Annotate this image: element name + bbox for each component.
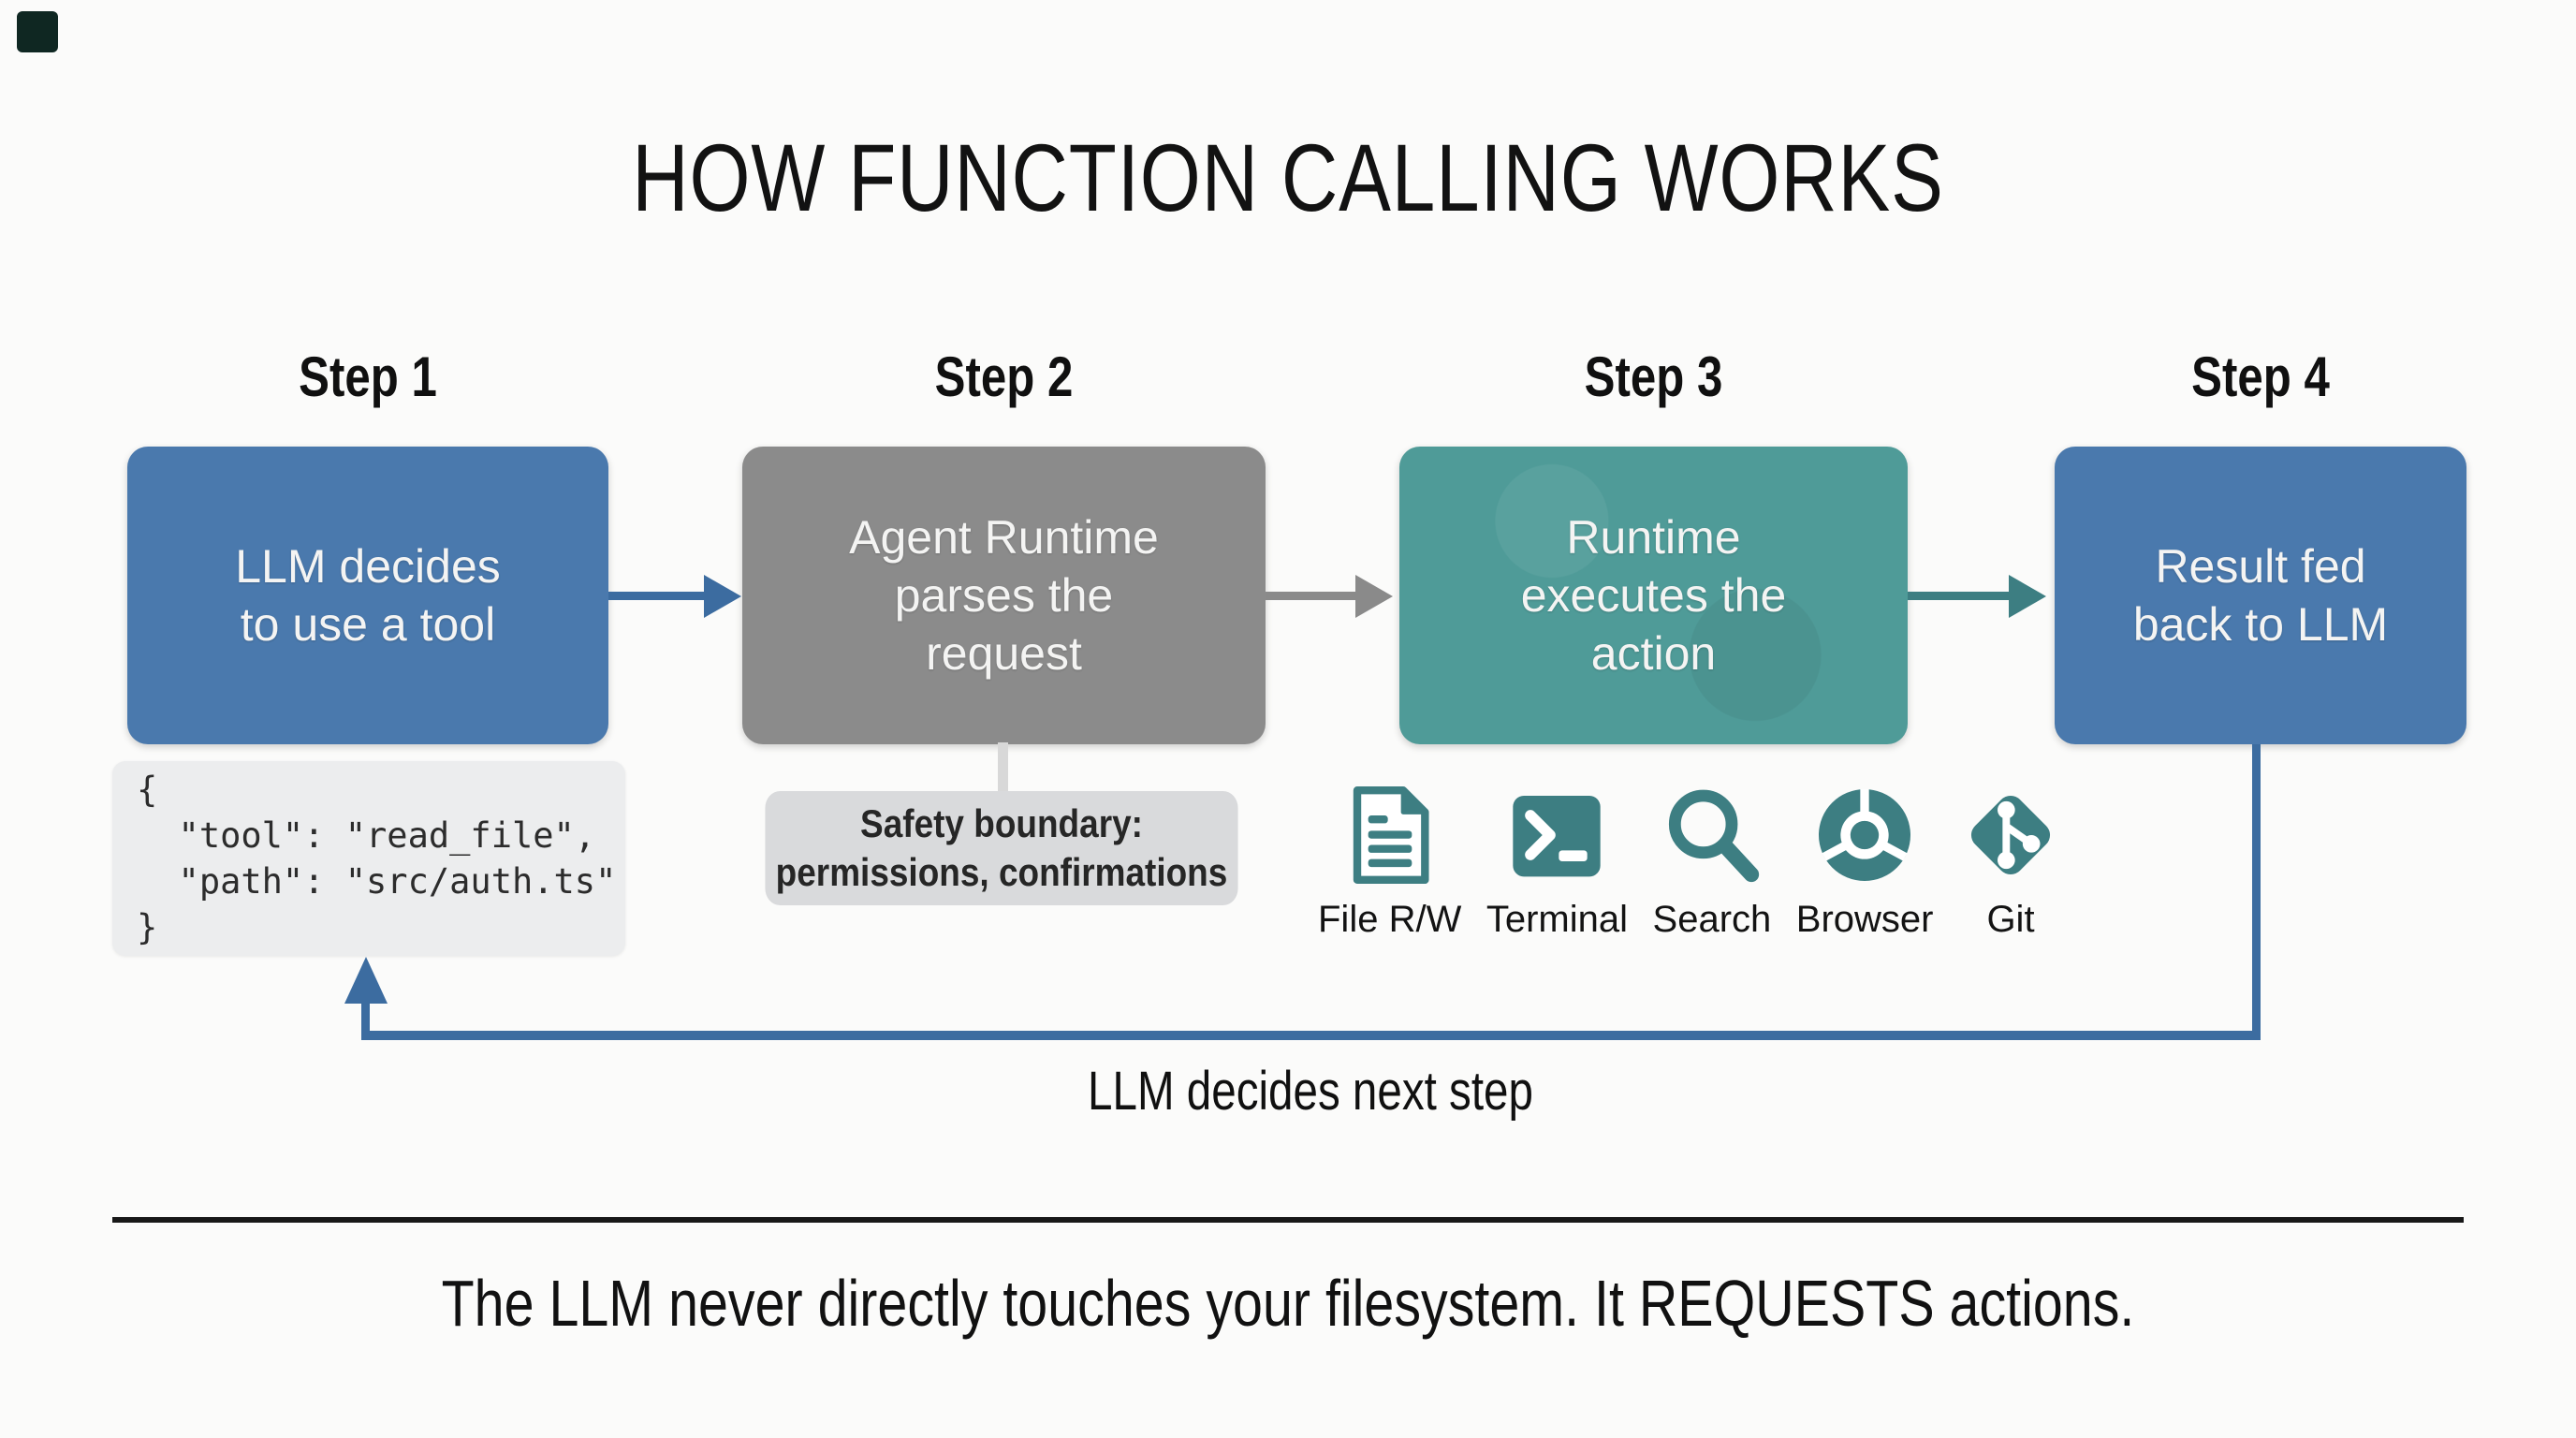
tool-label: Browser bbox=[1795, 899, 1934, 940]
step-1-label: Step 1 bbox=[299, 345, 437, 408]
loop-line-bottom bbox=[361, 1031, 2261, 1040]
corner-mark bbox=[17, 11, 58, 52]
tool-label: Git bbox=[1986, 899, 2035, 940]
tool-label: Terminal bbox=[1486, 899, 1628, 940]
loop-line-left bbox=[361, 1000, 370, 1040]
arrow-step3-to-step4-shaft bbox=[1908, 592, 2012, 600]
loop-line-right bbox=[2252, 744, 2261, 1039]
tool-item-file: File R/W bbox=[1318, 783, 1461, 989]
step-4-label: Step 4 bbox=[2191, 345, 2330, 408]
step-1-box: LLM decides to use a tool bbox=[127, 447, 608, 744]
arrow-step1-to-step2-head bbox=[704, 575, 741, 618]
search-icon bbox=[1668, 789, 1760, 883]
tool-item-search: Search bbox=[1652, 783, 1772, 989]
tool-item-git: Git bbox=[1958, 783, 2063, 989]
tools-row: File R/W Terminal Search bbox=[1318, 783, 2063, 989]
step-2-box: Agent Runtime parses the request bbox=[742, 447, 1266, 744]
file-icon bbox=[1353, 785, 1429, 885]
footer-divider bbox=[112, 1217, 2464, 1223]
loop-arrowhead-up bbox=[344, 957, 388, 1004]
arrow-step2-to-step3-head bbox=[1355, 575, 1393, 618]
safety-connector-line bbox=[998, 742, 1008, 793]
tool-label: Search bbox=[1652, 899, 1772, 940]
arrow-step1-to-step2-shaft bbox=[608, 592, 708, 600]
arrow-step3-to-step4-head bbox=[2009, 575, 2046, 618]
page-title: HOW FUNCTION CALLING WORKS bbox=[632, 125, 1944, 231]
terminal-icon bbox=[1513, 796, 1602, 877]
safety-boundary-note: Safety boundary: permissions, confirmati… bbox=[765, 791, 1238, 905]
step-2-label: Step 2 bbox=[934, 345, 1074, 408]
tool-item-terminal: Terminal bbox=[1486, 783, 1628, 989]
step-3-label: Step 3 bbox=[1584, 345, 1723, 408]
step-4-box: Result fed back to LLM bbox=[2055, 447, 2466, 744]
browser-icon bbox=[1819, 789, 1911, 881]
tool-label: File R/W bbox=[1318, 899, 1462, 940]
loop-label: LLM decides next step bbox=[1088, 1061, 1533, 1122]
tool-call-json-block: { "tool": "read_file", "path": "src/auth… bbox=[112, 761, 625, 956]
step-3-box: Runtime executes the action bbox=[1399, 447, 1908, 744]
arrow-step2-to-step3-shaft bbox=[1266, 592, 1359, 600]
tool-item-browser: Browser bbox=[1795, 783, 1934, 989]
git-icon bbox=[1970, 795, 2051, 875]
footer-text: The LLM never directly touches your file… bbox=[441, 1267, 2135, 1340]
